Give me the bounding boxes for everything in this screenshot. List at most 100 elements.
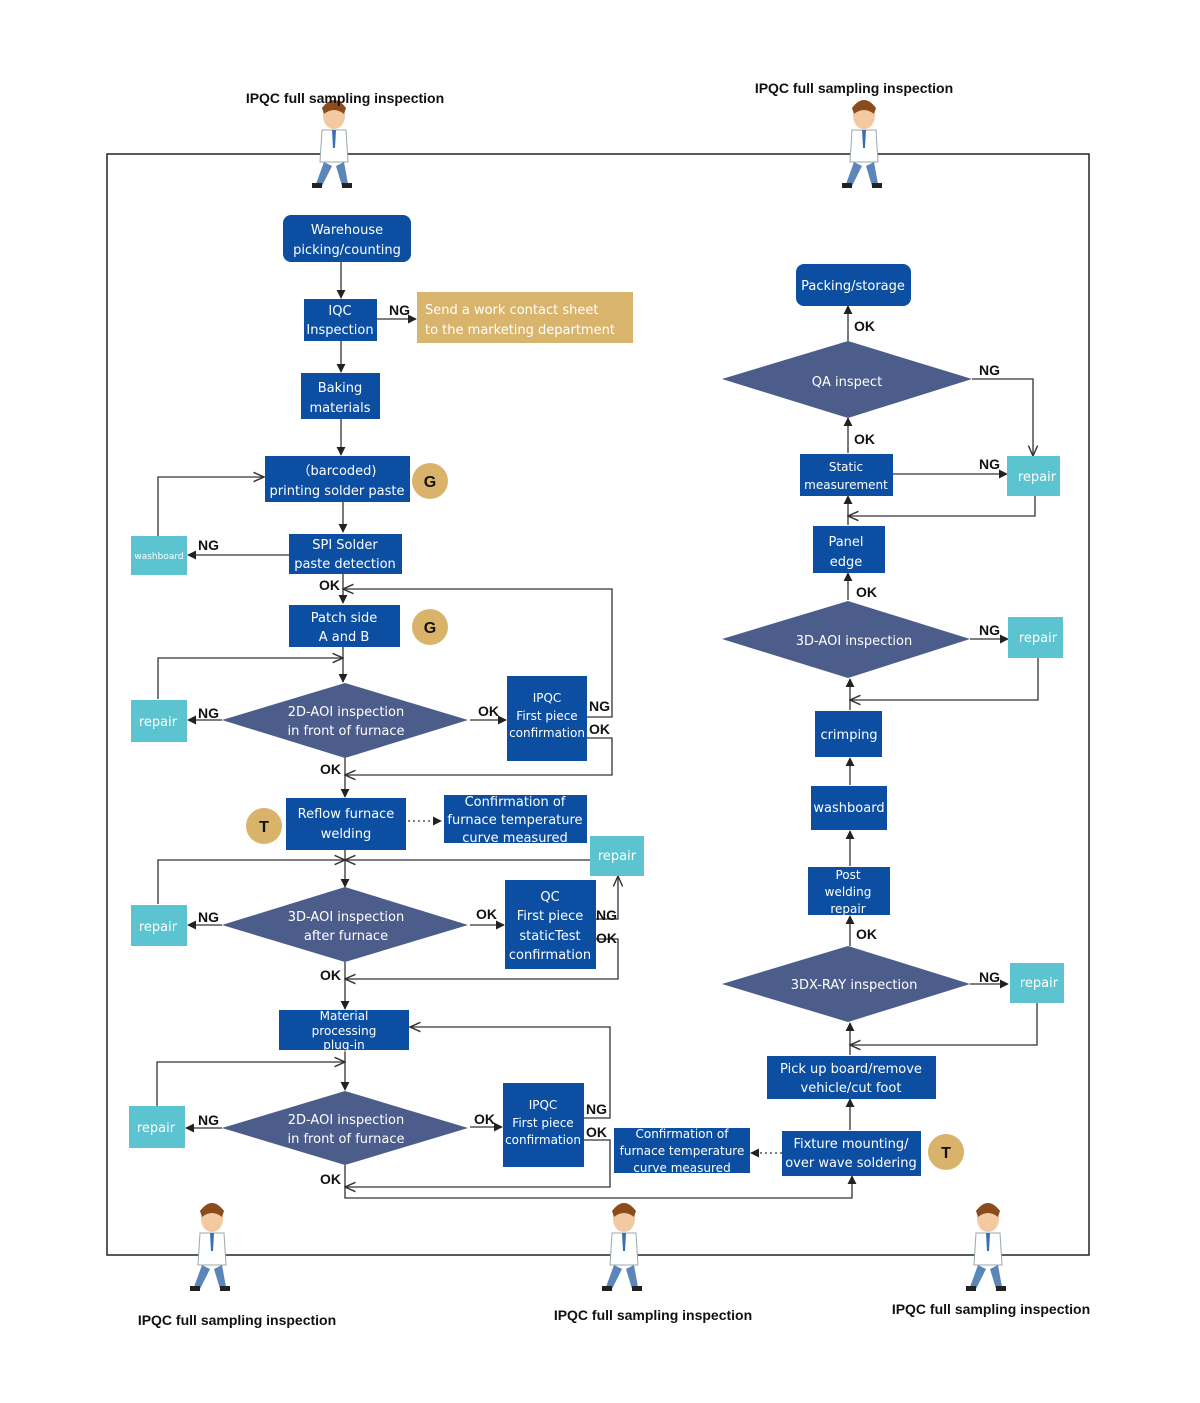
inspection-label-top-right: IPQC full sampling inspection bbox=[755, 80, 953, 96]
svg-text:confirmation: confirmation bbox=[509, 948, 591, 963]
badge-t: T bbox=[928, 1134, 964, 1170]
inspector-figure bbox=[189, 1202, 231, 1292]
ok-label: OK bbox=[478, 703, 499, 719]
washboard-node: washboard bbox=[811, 786, 887, 830]
repair-node: repair bbox=[1010, 963, 1064, 1003]
svg-text:Panel: Panel bbox=[828, 535, 863, 550]
furnace-confirmation-node: Confirmation of furnace temperature curv… bbox=[444, 795, 587, 846]
badge-g: G bbox=[412, 463, 448, 499]
svg-text:picking/counting: picking/counting bbox=[293, 243, 401, 258]
svg-text:crimping: crimping bbox=[820, 728, 877, 743]
svg-text:First piece: First piece bbox=[517, 909, 584, 924]
svg-text:repair: repair bbox=[1019, 631, 1058, 646]
ok-label: OK bbox=[856, 584, 877, 600]
svg-text:curve measured: curve measured bbox=[462, 831, 568, 846]
repair-node: repair bbox=[590, 836, 644, 876]
svg-text:Post: Post bbox=[835, 868, 860, 882]
svg-text:First piece: First piece bbox=[512, 1116, 573, 1130]
svg-text:IPQC: IPQC bbox=[533, 691, 562, 705]
svg-text:plug-in: plug-in bbox=[323, 1038, 364, 1052]
ipqc-first-piece-node: IPQC First piece confirmation bbox=[503, 1083, 584, 1167]
svg-text:after furnace: after furnace bbox=[304, 929, 388, 944]
inspector-figure bbox=[311, 99, 353, 189]
svg-text:washboard: washboard bbox=[134, 552, 183, 562]
right-connectors bbox=[843, 305, 1039, 1130]
baking-node: Baking materials bbox=[301, 373, 380, 419]
svg-text:paste detection: paste detection bbox=[294, 557, 396, 572]
svg-text:Confirmation of: Confirmation of bbox=[465, 795, 566, 810]
warehouse-node: Warehouse picking/counting bbox=[283, 215, 411, 262]
svg-text:Fixture mounting/: Fixture mounting/ bbox=[793, 1137, 909, 1152]
ok-label: OK bbox=[596, 930, 617, 946]
svg-text:printing solder paste: printing solder paste bbox=[270, 484, 405, 499]
svg-text:T: T bbox=[259, 819, 269, 836]
ng-label: NG bbox=[979, 362, 1000, 378]
ng-label: NG bbox=[198, 705, 219, 721]
fixture-node: Fixture mounting/ over wave soldering bbox=[782, 1131, 921, 1176]
aoi2d-decision: 2D-AOI inspection in front of furnace bbox=[222, 683, 468, 758]
svg-text:Patch side: Patch side bbox=[311, 611, 377, 626]
svg-text:Static: Static bbox=[829, 460, 863, 474]
svg-text:3DX-RAY inspection: 3DX-RAY inspection bbox=[791, 978, 918, 993]
svg-text:furnace temperature: furnace temperature bbox=[447, 813, 582, 828]
svg-text:curve measured: curve measured bbox=[633, 1161, 730, 1175]
aoi3d-decision: 3D-AOI inspection bbox=[722, 601, 970, 678]
post-welding-repair-node: Post welding repair bbox=[808, 867, 890, 916]
marketing-note: Send a work contact sheet to the marketi… bbox=[417, 292, 633, 343]
ok-label: OK bbox=[474, 1111, 495, 1127]
svg-text:Warehouse: Warehouse bbox=[311, 223, 383, 238]
svg-text:Baking: Baking bbox=[318, 381, 363, 396]
svg-text:measurement: measurement bbox=[804, 478, 888, 492]
patch-node: Patch side A and B bbox=[289, 605, 400, 647]
svg-text:confirmation: confirmation bbox=[505, 1133, 581, 1147]
ok-label: OK bbox=[854, 318, 875, 334]
inspector-figure bbox=[841, 99, 883, 189]
svg-text:Material: Material bbox=[320, 1009, 369, 1023]
inspector-figure bbox=[601, 1202, 643, 1292]
inspector-figure bbox=[965, 1202, 1007, 1292]
svg-text:repair: repair bbox=[137, 1121, 176, 1136]
svg-text:G: G bbox=[424, 474, 436, 491]
ng-label: NG bbox=[979, 969, 1000, 985]
svg-text:in front of furnace: in front of furnace bbox=[288, 724, 405, 739]
ok-label: OK bbox=[586, 1124, 607, 1140]
ng-label: NG bbox=[198, 537, 219, 553]
svg-text:IPQC: IPQC bbox=[529, 1098, 558, 1112]
svg-text:furnace temperature: furnace temperature bbox=[620, 1144, 745, 1158]
svg-text:repair: repair bbox=[1018, 470, 1057, 485]
repair-node: repair bbox=[1007, 456, 1060, 496]
ng-label: NG bbox=[589, 698, 610, 714]
repair-node: repair bbox=[1008, 617, 1063, 658]
svg-text:IQC: IQC bbox=[328, 304, 351, 319]
printing-node: （barcoded) printing solder paste bbox=[265, 456, 410, 502]
qa-decision: QA inspect bbox=[722, 341, 972, 418]
svg-text:materials: materials bbox=[309, 401, 370, 416]
svg-text:3D-AOI inspection: 3D-AOI inspection bbox=[796, 634, 912, 649]
svg-text:Send a work contact sheet: Send a work contact sheet bbox=[425, 303, 598, 318]
inspection-label-bottom-right: IPQC full sampling inspection bbox=[892, 1301, 1090, 1317]
repair-node: repair bbox=[131, 905, 187, 946]
svg-text:repair: repair bbox=[830, 902, 865, 916]
pickup-node: Pick up board/remove vehicle/cut foot bbox=[767, 1056, 936, 1099]
svg-text:in front of furnace: in front of furnace bbox=[288, 1132, 405, 1147]
ok-label: OK bbox=[856, 926, 877, 942]
svg-text:2D-AOI inspection: 2D-AOI inspection bbox=[288, 1113, 404, 1128]
svg-text:welding: welding bbox=[321, 827, 372, 842]
svg-text:Packing/storage: Packing/storage bbox=[801, 279, 905, 294]
svg-text:QC: QC bbox=[540, 890, 559, 905]
aoi3d-decision: 3D-AOI inspection after furnace bbox=[222, 887, 468, 962]
repair-node: repair bbox=[129, 1106, 185, 1148]
svg-text:staticTest: staticTest bbox=[519, 929, 580, 944]
washboard-node: washboard bbox=[131, 536, 187, 575]
svg-text:2D-AOI inspection: 2D-AOI inspection bbox=[288, 705, 404, 720]
ipqc-first-piece-node: IPQC First piece confirmation bbox=[507, 676, 587, 761]
svg-text:Pick up board/remove: Pick up board/remove bbox=[780, 1062, 922, 1077]
furnace-confirmation-node: Confirmation of furnace temperature curv… bbox=[614, 1127, 750, 1175]
ng-label: NG bbox=[979, 622, 1000, 638]
ok-label: OK bbox=[854, 431, 875, 447]
svg-text:repair: repair bbox=[1020, 976, 1059, 991]
static-measurement-node: Static measurement bbox=[800, 454, 893, 496]
ng-label: NG bbox=[586, 1101, 607, 1117]
material-node: Material processing plug-in bbox=[279, 1009, 409, 1052]
